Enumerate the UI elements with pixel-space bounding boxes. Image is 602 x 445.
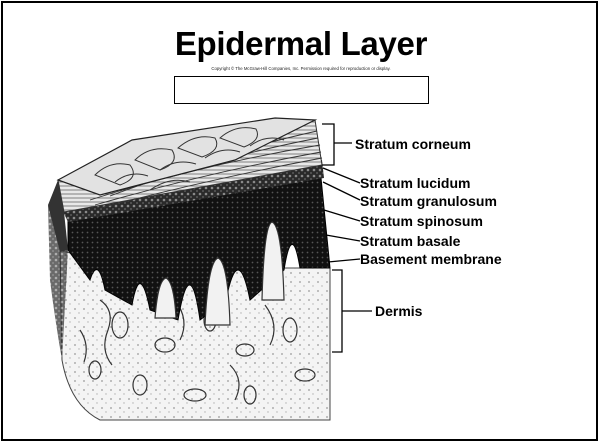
label-dermis: Dermis bbox=[375, 303, 422, 319]
label-stratum-spinosum: Stratum spinosum bbox=[360, 213, 483, 229]
label-stratum-basale: Stratum basale bbox=[360, 233, 460, 249]
label-stratum-corneum: Stratum corneum bbox=[355, 136, 471, 152]
label-stratum-granulosum: Stratum granulosum bbox=[360, 193, 497, 209]
label-basement-membrane: Basement membrane bbox=[360, 251, 502, 267]
label-stratum-lucidum: Stratum lucidum bbox=[360, 175, 470, 191]
